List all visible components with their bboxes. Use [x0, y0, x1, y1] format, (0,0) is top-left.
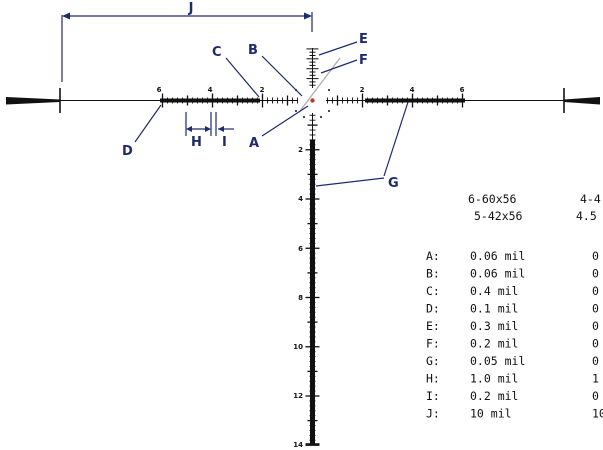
- h-number-left-4: 4: [208, 86, 213, 94]
- spec-row-key: G:: [426, 354, 440, 368]
- spec-row-value-2: 0: [592, 249, 599, 263]
- center-inner-dot-5: [303, 116, 305, 118]
- spec-row-value: 1.0 mil: [470, 372, 518, 386]
- callout-e: E: [318, 32, 368, 56]
- callout-d: D: [122, 104, 162, 159]
- spec-row-value: 0.06 mil: [470, 249, 525, 263]
- center-inner-dot-4: [328, 110, 330, 112]
- callout-j: J: [61, 1, 313, 82]
- spec-row-value: 0.3 mil: [470, 319, 518, 333]
- h-number-right-2: 2: [360, 86, 365, 94]
- spec-header-1-col2: 4-4: [580, 192, 601, 206]
- v-number-8: 8: [298, 294, 303, 302]
- callout-a: A: [249, 105, 309, 151]
- callout-g: G: [315, 101, 409, 191]
- v-number-14: 14: [293, 441, 303, 449]
- label-c: C: [212, 45, 222, 60]
- spec-row-value-2: 0: [592, 284, 599, 298]
- center-inner-dot-2: [328, 89, 330, 91]
- center-inner-dot-6: [320, 116, 322, 118]
- callout-h: H: [185, 112, 212, 150]
- label-d: D: [122, 144, 133, 159]
- v-number-12: 12: [293, 392, 303, 400]
- callout-i: I: [215, 112, 234, 150]
- hash-bar-bottom: [310, 140, 315, 444]
- label-g: G: [388, 176, 399, 191]
- spec-row-value: 0.2 mil: [470, 337, 518, 351]
- v-number-4: 4: [298, 195, 303, 203]
- spec-row-key: C:: [426, 284, 440, 298]
- h-number-left-2: 2: [260, 86, 265, 94]
- center-inner-dot-3: [295, 110, 297, 112]
- spec-row-key: H:: [426, 372, 440, 386]
- spec-header-2-col2: 4.5: [576, 209, 597, 223]
- spec-header-2-model: 5-42x56: [474, 209, 523, 223]
- spec-row-value-2: 0: [592, 354, 599, 368]
- spec-row-key: I:: [426, 389, 440, 403]
- spec-header-1-model: 6-60x56: [468, 192, 517, 206]
- tick-marks: [161, 48, 464, 446]
- label-f: F: [359, 53, 368, 68]
- v-number-6: 6: [298, 245, 303, 253]
- left-thick-post: [6, 97, 60, 105]
- center-diagonal: [299, 57, 341, 112]
- spec-row-key: F:: [426, 337, 440, 351]
- label-e: E: [359, 32, 368, 47]
- spec-row-key: A:: [426, 249, 440, 263]
- hash-bar-left: [160, 98, 260, 103]
- spec-row-value-2: 0: [592, 337, 599, 351]
- spec-row-value: 0.1 mil: [470, 302, 518, 316]
- h-number-left-6: 6: [157, 86, 162, 94]
- spec-row-value-2: 0: [592, 389, 599, 403]
- callout-f: F: [320, 53, 368, 74]
- spec-row-value-2: 10: [592, 407, 603, 421]
- spec-row-value: 0.06 mil: [470, 267, 525, 281]
- spec-row-value-2: 0: [592, 302, 599, 316]
- v-number-10: 10: [293, 343, 303, 351]
- label-b: B: [248, 43, 258, 58]
- hash-bar-right: [365, 98, 465, 103]
- spec-row-key: B:: [426, 267, 440, 281]
- label-h: H: [191, 135, 202, 150]
- callout-c: C: [212, 45, 260, 98]
- right-thick-post: [564, 97, 600, 105]
- spec-row-value: 10 mil: [470, 407, 512, 421]
- spec-row-value-2: 1: [592, 372, 599, 386]
- spec-row-value-2: 0: [592, 319, 599, 333]
- h-number-right-4: 4: [410, 86, 415, 94]
- spec-row-value: 0.2 mil: [470, 389, 518, 403]
- spec-row-key: E:: [426, 319, 440, 333]
- callout-b: B: [248, 43, 303, 97]
- spec-row-value: 0.4 mil: [470, 284, 518, 298]
- center-dot: [310, 98, 315, 103]
- spec-row-value-2: 0: [592, 267, 599, 281]
- label-a: A: [249, 136, 259, 151]
- label-j: J: [188, 1, 194, 16]
- h-number-right-6: 6: [460, 86, 465, 94]
- label-i: I: [222, 135, 227, 150]
- spec-row-key: J:: [426, 407, 440, 421]
- spec-row-key: D:: [426, 302, 440, 316]
- spec-row-value: 0.05 mil: [470, 354, 525, 368]
- v-number-2: 2: [298, 146, 303, 154]
